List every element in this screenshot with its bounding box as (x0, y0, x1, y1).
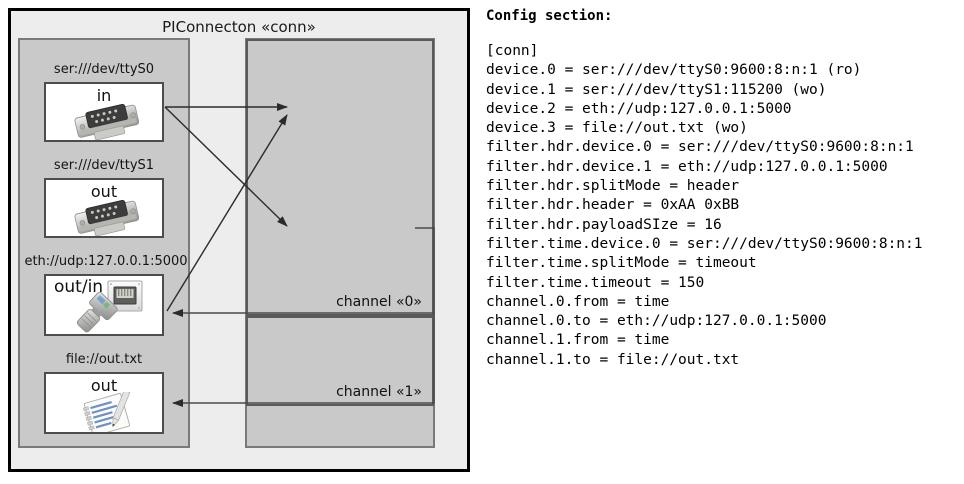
device-box-eth[interactable]: out/in (44, 274, 164, 336)
ethernet-jack-icon (64, 278, 160, 334)
config-line: device.1 = ser:///dev/ttyS1:115200 (wo) (486, 81, 827, 98)
serial-port-icon (68, 198, 148, 236)
device-box-ttyS1[interactable]: out (44, 178, 164, 238)
config-line: filter.time.timeout = 150 (486, 274, 705, 291)
filters-panel: filters Filter «hdr» header = 0xAA 0xBB … (245, 38, 435, 448)
device-label-eth: eth://udp:127.0.0.1:5000 (24, 254, 188, 269)
channel-label-1: channel «1» (336, 384, 422, 400)
config-line: device.0 = ser:///dev/ttyS0:9600:8:n:1 (… (486, 62, 862, 79)
config-line: filter.time.splitMode = timeout (486, 255, 757, 272)
config-line: device.2 = eth://udp:127.0.0.1:5000 (486, 100, 792, 117)
devices-panel: ser:///dev/ttyS0 in (18, 38, 190, 448)
serial-port-icon (68, 102, 148, 140)
device-label-file: file://out.txt (65, 352, 143, 367)
diagram-title: PIConnecton «conn» (162, 18, 316, 36)
channel-box-1[interactable]: channel «1» (246, 316, 434, 406)
config-line: filter.hdr.payloadSIze = 16 (486, 216, 722, 233)
config-heading: Config section: (486, 8, 613, 24)
device-io-ttyS0: in (96, 86, 112, 105)
channel-box-0[interactable]: channel «0» (246, 39, 434, 316)
config-line: channel.0.from = time (486, 293, 670, 310)
channel-label-0: channel «0» (336, 294, 422, 310)
config-line: channel.1.from = time (486, 332, 670, 349)
config-line: filter.hdr.device.1 = eth://udp:127.0.0.… (486, 158, 888, 175)
device-io-file: out (90, 376, 118, 395)
device-label-ttyS1: ser:///dev/ttyS1 (53, 158, 155, 173)
config-line: [conn] (486, 43, 539, 59)
config-line: channel.0.to = eth://udp:127.0.0.1:5000 (486, 313, 827, 330)
config-section: Config section: [conn] device.0 = ser:///… (482, 0, 964, 484)
device-io-ttyS1: out (90, 182, 118, 201)
config-line: channel.1.to = file://out.txt (486, 351, 740, 368)
text-document-icon (76, 389, 150, 432)
architecture-diagram: PIConnecton «conn» ser:///dev/ttyS0 in (0, 0, 476, 484)
config-lines-list: [conn] device.0 = ser:///dev/ttyS0:9600:8… (486, 42, 923, 370)
device-label-ttyS0: ser:///dev/ttyS0 (53, 62, 155, 77)
config-line: filter.hdr.splitMode = header (486, 178, 740, 195)
config-line: filter.hdr.device.0 = ser:///dev/ttyS0:9… (486, 139, 914, 156)
config-line: device.3 = file://out.txt (wo) (486, 120, 748, 137)
device-io-eth: out/in (54, 277, 104, 297)
config-line: filter.hdr.header = 0xAA 0xBB (486, 197, 740, 214)
device-box-ttyS0[interactable]: in (44, 82, 164, 142)
config-line: filter.time.device.0 = ser:///dev/ttyS0:… (486, 235, 923, 252)
device-box-file[interactable]: out (44, 372, 164, 434)
